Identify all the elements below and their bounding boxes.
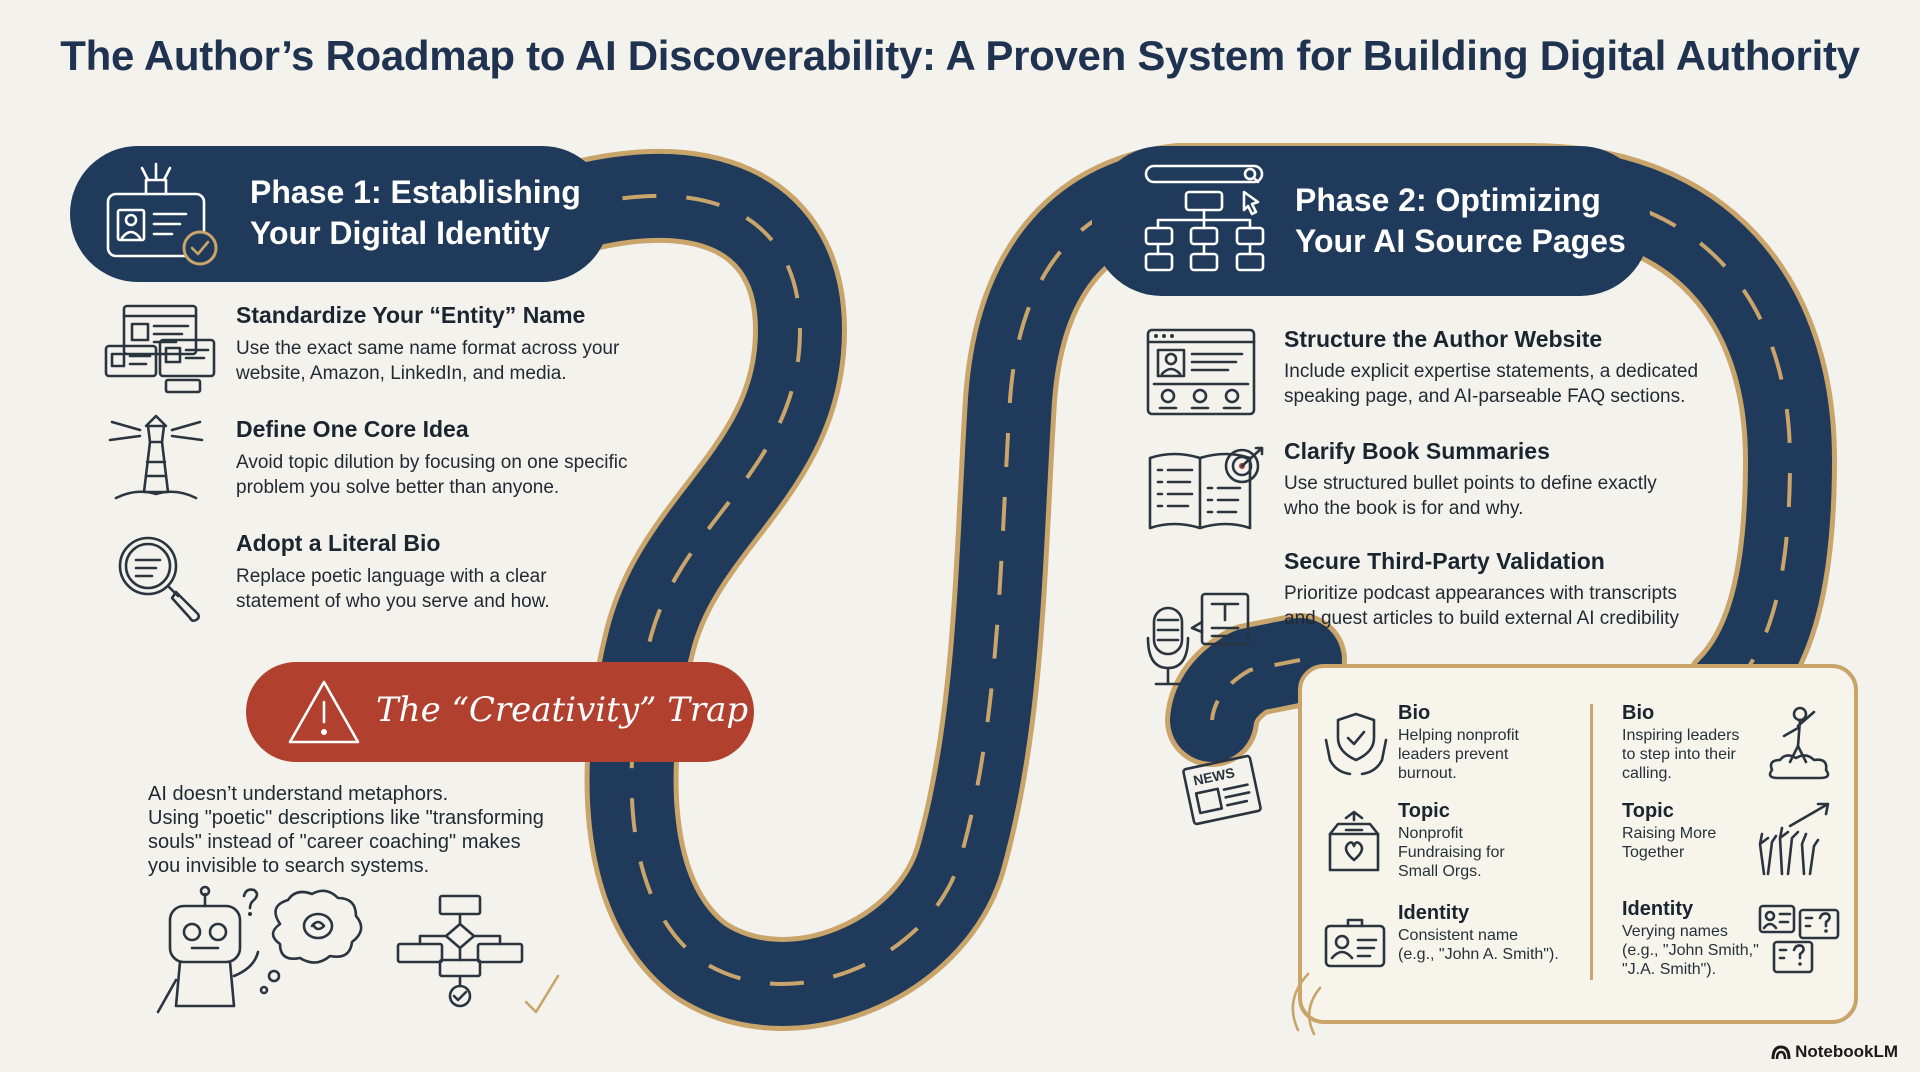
profile-windows-icon (104, 304, 216, 394)
lighthouse-icon (108, 414, 204, 500)
donation-box-icon (1328, 810, 1380, 872)
right-bio-text: Inspiring leaders to step into their cal… (1622, 727, 1740, 782)
creativity-trap-banner: The “Creativity” Trap (246, 662, 754, 762)
brand-label: NotebookLM (1795, 1042, 1898, 1061)
phase2-item-desc-1: Include explicit expertise statements, a… (1284, 361, 1699, 407)
magnifier-icon (118, 536, 200, 622)
notebooklm-logo-icon (1771, 1045, 1791, 1059)
robot-confused-icon (156, 885, 363, 1014)
website-layout-icon (1146, 328, 1256, 416)
creativity-trap-title: The “Creativity” Trap (376, 690, 749, 730)
comparison-box: Bio Helping nonprofit leaders prevent bu… (1298, 664, 1858, 1024)
flowchart-check-icon (396, 894, 560, 1014)
phase2-item-title-3: Secure Third-Party Validation (1284, 548, 1605, 574)
open-book-target-icon (1148, 446, 1264, 530)
phase2-item-desc-2: Use structured bullet points to define e… (1284, 473, 1657, 519)
id-badge-check-icon (106, 162, 218, 266)
phase2-item-title-1: Structure the Author Website (1284, 326, 1603, 352)
left-bio-label: Bio (1398, 702, 1431, 724)
left-topic-text: Nonprofit Fundraising for Small Orgs. (1398, 825, 1505, 880)
person-on-cloud-icon (1768, 706, 1830, 780)
notebooklm-brand: NotebookLM (1771, 1042, 1898, 1062)
phase1-item-title-2: Define One Core Idea (236, 416, 469, 442)
phase1-title: Phase 1: Establishing Your Digital Ident… (250, 174, 581, 251)
left-topic-label: Topic (1398, 800, 1450, 822)
phase1-item-title-3: Adopt a Literal Bio (236, 530, 441, 556)
creativity-trap-desc: AI doesn’t understand metaphors. Using "… (148, 783, 544, 877)
search-sitemap-icon (1144, 164, 1265, 272)
phase1-item-title-1: Standardize Your “Entity” Name (236, 302, 586, 328)
right-bio-label: Bio (1622, 702, 1655, 724)
left-identity-text: Consistent name (e.g., "John A. Smith"). (1398, 927, 1559, 963)
motion-lines-decoration (1291, 972, 1322, 1036)
phase1-header: Phase 1: Establishing Your Digital Ident… (70, 146, 610, 282)
question-cards-icon (1758, 904, 1840, 974)
svg-text:NEWS: NEWS (1192, 764, 1236, 788)
warning-triangle-icon (288, 680, 360, 744)
phase1-item-desc-2: Avoid topic dilution by focusing on one … (236, 452, 628, 498)
phase2-title: Phase 2: Optimizing Your AI Source Pages (1295, 182, 1626, 259)
right-topic-label: Topic (1622, 800, 1674, 822)
right-identity-label: Identity (1622, 898, 1694, 920)
phase2-item-title-2: Clarify Book Summaries (1284, 438, 1550, 464)
right-topic-text: Raising More Together (1622, 825, 1717, 861)
left-identity-label: Identity (1398, 902, 1470, 924)
hands-shield-icon (1324, 712, 1388, 776)
microphone-article-icon (1146, 592, 1250, 686)
page-title: The Author’s Roadmap to AI Discoverabili… (60, 32, 1860, 79)
phase1-item-desc-3: Replace poetic language with a clear sta… (236, 566, 550, 612)
phase2-header: Phase 2: Optimizing Your AI Source Pages (1092, 146, 1650, 296)
raised-hands-icon (1758, 802, 1830, 876)
left-bio-text: Helping nonprofit leaders prevent burnou… (1398, 727, 1519, 782)
phase1-item-desc-1: Use the exact same name format across yo… (236, 338, 620, 384)
newspaper-icon: NEWS (1182, 754, 1262, 826)
comparison-divider (1590, 704, 1593, 980)
phase2-item-desc-3: Prioritize podcast appearances with tran… (1284, 583, 1679, 629)
id-card-icon (1324, 918, 1386, 968)
right-identity-text: Verying names (e.g., "John Smith," "J.A.… (1622, 923, 1759, 978)
